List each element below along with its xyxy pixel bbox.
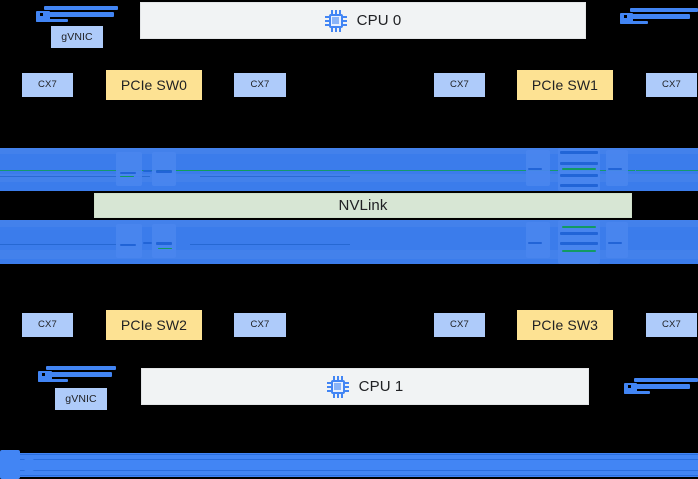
nvlink-label: NVLink (338, 196, 388, 214)
cx7-6-box[interactable]: CX7 (434, 313, 485, 337)
cpu0-box[interactable]: CPU 0 (140, 2, 586, 39)
gvnic-bottom-left-box[interactable]: gVNIC (55, 388, 107, 410)
cpu-chip-icon (324, 9, 347, 32)
cx7-3-label: CX7 (661, 78, 682, 90)
cx7-0-box[interactable]: CX7 (22, 73, 73, 97)
pcie-sw3-box[interactable]: PCIe SW3 (517, 310, 613, 340)
gpu-icon-bottom-left (116, 222, 202, 262)
gpu-icon-bottom-right (526, 220, 628, 264)
cx7-5-box[interactable]: CX7 (234, 313, 286, 337)
cx7-2-label: CX7 (449, 78, 470, 90)
cx7-3-box[interactable]: CX7 (646, 73, 697, 97)
pcie-sw1-label: PCIe SW1 (531, 76, 599, 93)
cpu1-box[interactable]: CPU 1 (141, 368, 589, 405)
cx7-1-label: CX7 (250, 78, 270, 90)
bottom-fabric-node-icon (22, 458, 36, 472)
network-nic-icon (624, 376, 698, 398)
gpu-icon-top-right (526, 148, 628, 191)
pcie-sw3-label: PCIe SW3 (531, 316, 599, 333)
network-nic-icon (38, 364, 116, 386)
bottom-fabric-bar (0, 453, 698, 477)
gvnic-bottom-left-label: gVNIC (65, 392, 97, 405)
network-nic-icon (36, 4, 118, 26)
gvnic-top-left-box[interactable]: gVNIC (51, 26, 103, 48)
cx7-0-label: CX7 (37, 78, 58, 90)
cx7-5-label: CX7 (250, 318, 270, 330)
cx7-4-box[interactable]: CX7 (22, 313, 73, 337)
cx7-7-box[interactable]: CX7 (646, 313, 697, 337)
pcie-sw0-label: PCIe SW0 (120, 76, 188, 93)
cpu-chip-icon (326, 375, 349, 398)
cx7-6-label: CX7 (449, 318, 470, 330)
pcie-sw2-box[interactable]: PCIe SW2 (106, 310, 202, 340)
pcie-sw1-box[interactable]: PCIe SW1 (517, 70, 613, 100)
cx7-2-box[interactable]: CX7 (434, 73, 485, 97)
cpu0-label: CPU 0 (356, 11, 402, 29)
gpu-icon-top-left (116, 150, 202, 190)
cx7-7-label: CX7 (661, 318, 682, 330)
gvnic-top-left-label: gVNIC (61, 30, 93, 43)
cx7-4-label: CX7 (37, 318, 58, 330)
pcie-sw2-label: PCIe SW2 (120, 316, 188, 333)
nvlink-bar[interactable]: NVLink (94, 193, 632, 218)
pcie-sw0-box[interactable]: PCIe SW0 (106, 70, 202, 100)
bottom-fabric-stub-icon (0, 450, 20, 479)
network-nic-icon (620, 6, 698, 28)
cpu1-label: CPU 1 (358, 377, 404, 395)
cx7-1-box[interactable]: CX7 (234, 73, 286, 97)
